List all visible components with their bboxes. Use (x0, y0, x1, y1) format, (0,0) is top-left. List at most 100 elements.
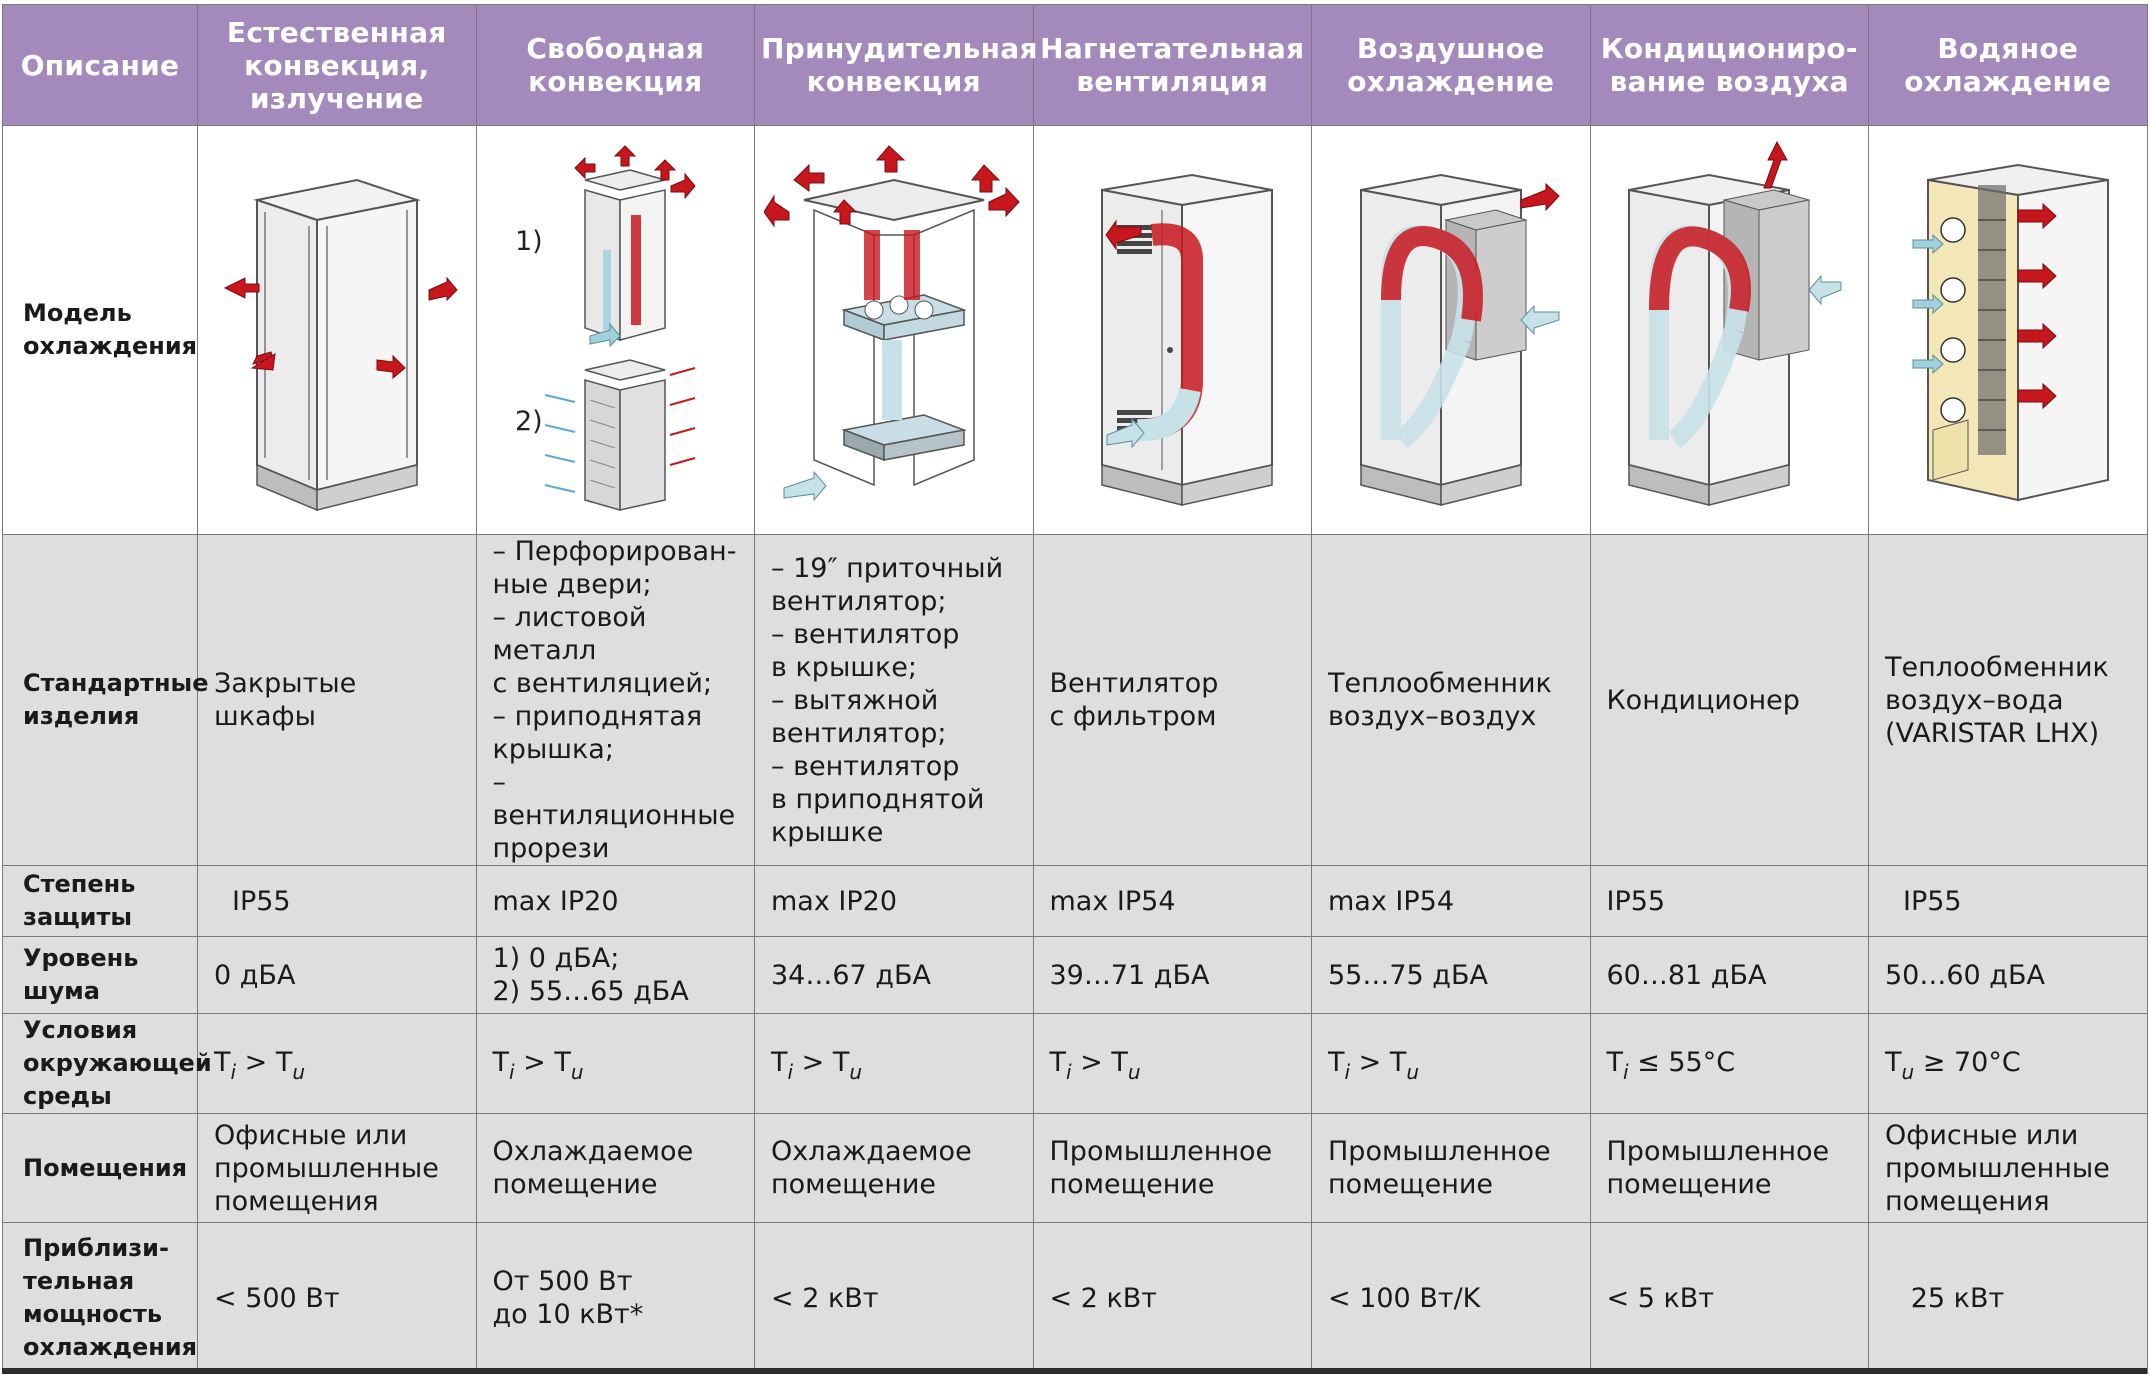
power-air-cooling: < 100 Вт/K (1311, 1222, 1591, 1374)
env-subscript: u (1406, 1060, 1420, 1084)
env-subscript: i (1066, 1060, 1072, 1084)
cabinet-filter-fan-illustration (1101, 173, 1274, 506)
model-air-conditioning (1589, 125, 1869, 535)
variant-1-label: 1) (515, 226, 543, 257)
header-natural-convection: Естественная конвекция, излучение (197, 4, 477, 126)
power-air-conditioning: < 5 кВт (1589, 1222, 1869, 1374)
env-water-cooling: Tu ≥ 70°C (1868, 1013, 2148, 1114)
label-cooling-power: Приблизи- тельная мощность охлаждения (2, 1222, 198, 1374)
env-symbol: T (771, 1047, 788, 1078)
header-free-convection: Свободная конвекция (475, 4, 755, 126)
env-operator: > T (514, 1047, 571, 1078)
label-cooling-model: Модель охлаждения (2, 125, 198, 535)
power-free-convection: От 500 Вт до 10 кВт* (475, 1222, 755, 1374)
noise-air-cooling: 55…75 дБА (1311, 936, 1591, 1014)
noise-water-cooling: 50…60 дБА (1868, 936, 2148, 1014)
product-air-cooling: Теплообменник воздух–воздух (1311, 534, 1591, 866)
cooling-comparison-table: Описание Естественная конвекция, излучен… (2, 4, 2148, 1374)
bottom-rule (2, 1368, 2147, 1374)
row-noise: Уровень шума 0 дБА 1) 0 дБА; 2) 55…65 дБ… (2, 936, 2148, 1014)
env-subscript: u (1127, 1060, 1141, 1084)
power-forced-convection: < 2 кВт (754, 1222, 1034, 1374)
product-water-cooling: Теплообменник воздух–вода (VARISTAR LHX) (1868, 534, 2148, 866)
header-air-conditioning: Кондициониро- вание воздуха (1589, 4, 1869, 126)
header-forced-ventilation: Нагнетательная вентиляция (1032, 4, 1312, 126)
protection-air-cooling: max IP54 (1311, 865, 1591, 937)
model-natural-convection (197, 125, 477, 535)
noise-air-conditioning: 60…81 дБА (1589, 936, 1869, 1014)
model-air-cooling (1311, 125, 1591, 535)
cabinet-air-conditioner-illustration (1628, 140, 1842, 506)
rooms-water-cooling: Офисные или промышленные помещения (1868, 1113, 2148, 1223)
protection-forced-ventilation: max IP54 (1032, 865, 1312, 937)
env-subscript: i (230, 1060, 237, 1084)
label-standard-products: Стандартные изделия (2, 534, 209, 866)
product-natural-convection: Закрытые шкафы (197, 534, 477, 866)
row-standard-products: Стандартные изделия Закрытые шкафы – Пер… (2, 534, 2148, 866)
power-water-cooling: 25 кВт (1868, 1222, 2148, 1374)
rooms-forced-convection: Охлаждаемое помещение (754, 1113, 1034, 1223)
cabinet-natural-convection-illustration (223, 178, 458, 512)
env-subscript: u (570, 1060, 584, 1084)
env-operator: > T (1350, 1047, 1407, 1078)
product-free-convection: – Перфорирован- ные двери; – листовой ме… (475, 534, 755, 866)
protection-water-cooling: IP55 (1868, 865, 2148, 937)
env-subscript: i (1344, 1060, 1351, 1084)
env-subscript: i (509, 1060, 515, 1084)
variant-2-label: 2) (515, 406, 543, 437)
rooms-forced-ventilation: Промышленное помещение (1032, 1113, 1312, 1223)
env-operator: > T (236, 1047, 293, 1078)
cabinet-variant-2 (545, 359, 696, 511)
protection-free-convection: max IP20 (475, 865, 755, 937)
product-forced-ventilation: Вентилятор с фильтром (1032, 534, 1312, 866)
env-forced-convection: Ti > Tu (754, 1013, 1034, 1114)
env-subscript: u (1901, 1060, 1915, 1084)
cabinet-air-heat-exchanger-illustration (1359, 173, 1560, 506)
model-free-convection: 1) 2) (475, 125, 755, 535)
model-water-cooling (1868, 125, 2148, 535)
row-environment: Условия окружающей среды Ti > Tu Ti > Tu… (2, 1013, 2148, 1114)
product-air-conditioning: Кондиционер (1589, 534, 1869, 866)
cooling-comparison-table-frame: Описание Естественная конвекция, излучен… (2, 4, 2148, 1374)
env-symbol: T (1049, 1047, 1067, 1078)
env-operator: ≤ 55°C (1628, 1047, 1736, 1078)
env-operator: > T (1071, 1047, 1128, 1078)
rooms-air-cooling: Промышленное помещение (1311, 1113, 1591, 1223)
header-forced-convection: Принудительная конвекция (754, 4, 1037, 126)
cabinet-water-heat-exchanger-illustration (1912, 163, 2109, 502)
env-free-convection: Ti > Tu (475, 1013, 755, 1114)
env-air-cooling: Ti > Tu (1311, 1013, 1591, 1114)
header-water-cooling: Водяное охлаждение (1868, 4, 2148, 126)
rooms-natural-convection: Офисные или промышленные помещения (197, 1113, 477, 1223)
row-cooling-power: Приблизи- тельная мощность охлаждения < … (2, 1222, 2148, 1374)
protection-forced-convection: max IP20 (754, 865, 1034, 937)
env-subscript: u (849, 1060, 863, 1084)
env-air-conditioning: Ti ≤ 55°C (1589, 1013, 1869, 1114)
model-forced-ventilation (1032, 125, 1312, 535)
power-natural-convection: < 500 Вт (197, 1222, 477, 1374)
rooms-free-convection: Охлаждаемое помещение (475, 1113, 755, 1223)
env-operator: > T (793, 1047, 850, 1078)
env-symbol: T (1328, 1047, 1345, 1078)
label-environment: Условия окружающей среды (2, 1013, 212, 1114)
env-symbol: T (1885, 1047, 1902, 1078)
header-row: Описание Естественная конвекция, излучен… (2, 4, 2148, 126)
row-protection: Степень защиты IP55 max IP20 max IP20 ma… (2, 865, 2148, 937)
cabinet-variant-1 (574, 145, 696, 348)
protection-air-conditioning: IP55 (1589, 865, 1869, 937)
env-operator: ≥ 70°C (1914, 1047, 2021, 1078)
env-natural-convection: Ti > Tu (197, 1013, 477, 1114)
power-forced-ventilation: < 2 кВт (1032, 1222, 1312, 1374)
noise-free-convection: 1) 0 дБА; 2) 55…65 дБА (475, 936, 755, 1014)
env-symbol: T (492, 1047, 510, 1078)
env-subscript: u (292, 1060, 306, 1084)
header-description: Описание (2, 4, 198, 126)
noise-forced-convection: 34…67 дБА (754, 936, 1034, 1014)
noise-forced-ventilation: 39…71 дБА (1032, 936, 1312, 1014)
cabinet-free-convection-illustration: 1) 2) (515, 145, 696, 511)
product-forced-convection: – 19″ приточный вентилятор; – вентилятор… (754, 534, 1034, 866)
header-air-cooling: Воздушное охлаждение (1311, 4, 1591, 126)
cabinet-forced-convection-illustration (763, 145, 1020, 502)
model-forced-convection (754, 125, 1034, 535)
row-rooms: Помещения Офисные или промышленные помещ… (2, 1113, 2148, 1223)
